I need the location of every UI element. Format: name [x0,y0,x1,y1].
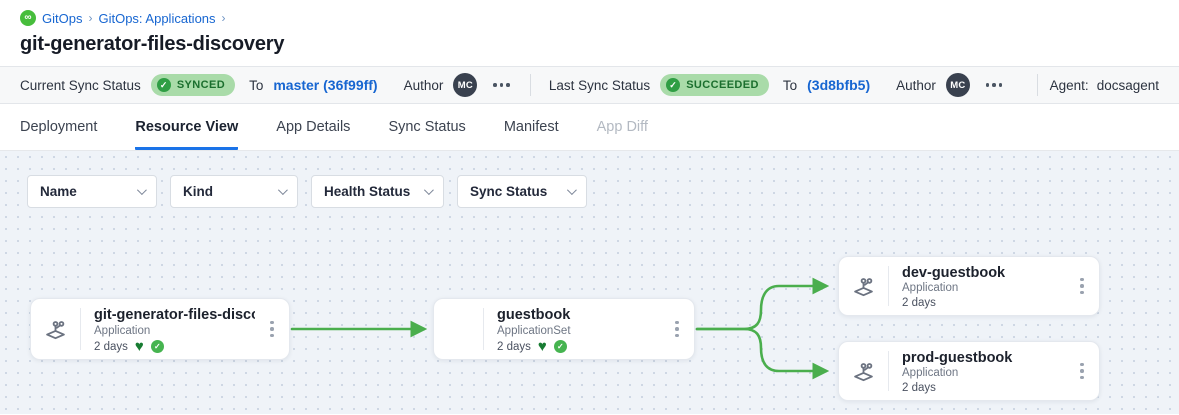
agent-label: Agent: [1049,77,1089,93]
page-header: ∞ GitOps › GitOps: Applications › git-ge… [0,0,1179,66]
tab-app-details[interactable]: App Details [276,118,351,135]
breadcrumb: ∞ GitOps › GitOps: Applications › [20,10,1159,26]
check-circle-icon: ✓ [666,78,681,92]
tab-manifest[interactable]: Manifest [503,118,559,135]
author-avatar: MC [945,73,970,97]
health-heart-icon: ♥ [134,337,144,355]
node-age: 2 days [902,382,936,394]
breadcrumb-link-gitops[interactable]: GitOps [42,10,83,26]
to-label: To [249,77,264,93]
filter-label: Health Status [324,184,411,199]
filter-label: Name [40,184,77,199]
chevron-down-icon [277,185,288,196]
node-kind: Application [902,367,959,379]
sync-status-bar: Current Sync Status ✓ SYNCED To master (… [0,66,1179,104]
agent-value: docsagent [1096,77,1159,93]
node-title: dev-guestbook [902,265,1006,280]
gitops-logo-icon: ∞ [20,10,36,26]
tab-bar: Deployment Resource View App Details Syn… [0,104,1179,151]
node-title: prod-guestbook [902,350,1013,365]
node-age: 2 days [497,340,531,353]
more-actions-button[interactable] [491,79,512,91]
author-label: Author [403,77,444,93]
graph-node-dev-guestbook[interactable]: dev-guestbook Application 2 days [838,256,1100,316]
node-kind: ApplicationSet [497,325,571,337]
tab-app-diff: App Diff [596,118,648,135]
node-menu-button[interactable] [255,299,289,359]
node-title: git-generator-files-disco... [94,307,255,323]
author-avatar: MC [453,73,478,97]
node-menu-button[interactable] [1065,257,1099,315]
current-revision-link[interactable]: master (36f99ff) [273,77,378,93]
node-menu-button[interactable] [1065,342,1099,400]
filter-label: Kind [183,184,213,199]
synced-status-badge: ✓ SYNCED [150,74,236,96]
application-icon [31,299,80,359]
succeeded-badge-label: SUCCEEDED [686,79,759,91]
graph-node-git-generator-files-discovery[interactable]: git-generator-files-disco... Application… [30,298,290,360]
node-age: 2 days [902,297,936,309]
to-label: To [782,77,798,93]
filter-kind-dropdown[interactable]: Kind [170,175,298,208]
last-revision-link[interactable]: (3d8bfb5) [807,77,871,93]
check-circle-icon: ✓ [156,78,171,92]
resource-graph-canvas[interactable]: Name Kind Health Status Sync Status [0,151,1179,414]
last-sync-status-label: Last Sync Status [548,77,651,93]
filter-bar: Name Kind Health Status Sync Status [27,175,587,208]
more-actions-button[interactable] [984,79,1005,91]
chevron-down-icon [566,185,577,196]
node-kind: Application [902,282,959,294]
breadcrumb-separator: › [221,11,226,25]
application-icon [839,342,888,400]
chevron-down-icon [136,185,147,196]
filter-sync-status-dropdown[interactable]: Sync Status [457,175,587,208]
node-body: guestbook ApplicationSet 2 days ♥ ✓ [484,299,660,359]
tab-resource-view[interactable]: Resource View [135,104,239,150]
node-body: git-generator-files-disco... Application… [81,299,255,359]
filter-label: Sync Status [470,184,548,199]
node-title: guestbook [497,307,571,323]
tab-sync-status[interactable]: Sync Status [388,118,466,135]
sync-check-icon: ✓ [150,340,164,353]
node-age: 2 days [94,340,128,353]
sync-check-icon: ✓ [553,340,567,353]
node-menu-button[interactable] [660,299,694,359]
filter-health-status-dropdown[interactable]: Health Status [311,175,444,208]
current-sync-status-label: Current Sync Status [20,77,141,93]
divider [483,308,484,350]
divider [888,266,889,306]
author-label: Author [896,77,936,93]
divider [1036,74,1038,96]
health-heart-icon: ♥ [537,337,547,355]
node-body: prod-guestbook Application 2 days [889,342,1065,400]
breadcrumb-link-applications[interactable]: GitOps: Applications [98,10,216,26]
divider [888,351,889,391]
graph-node-guestbook[interactable]: guestbook ApplicationSet 2 days ♥ ✓ [433,298,695,360]
filter-name-dropdown[interactable]: Name [27,175,157,208]
agent-info: Agent: docsagent [1036,74,1159,96]
synced-badge-label: SYNCED [176,79,226,91]
tab-deployment[interactable]: Deployment [20,118,98,135]
graph-node-prod-guestbook[interactable]: prod-guestbook Application 2 days [838,341,1100,401]
chevron-down-icon [423,185,434,196]
application-icon [839,257,888,315]
divider [80,308,81,350]
divider [529,74,531,96]
succeeded-status-badge: ✓ SUCCEEDED [660,74,769,96]
page-title: git-generator-files-discovery [20,33,285,55]
node-body: dev-guestbook Application 2 days [889,257,1065,315]
node-kind: Application [94,325,151,337]
applicationset-icon-placeholder [434,299,483,359]
breadcrumb-separator: › [88,11,93,25]
